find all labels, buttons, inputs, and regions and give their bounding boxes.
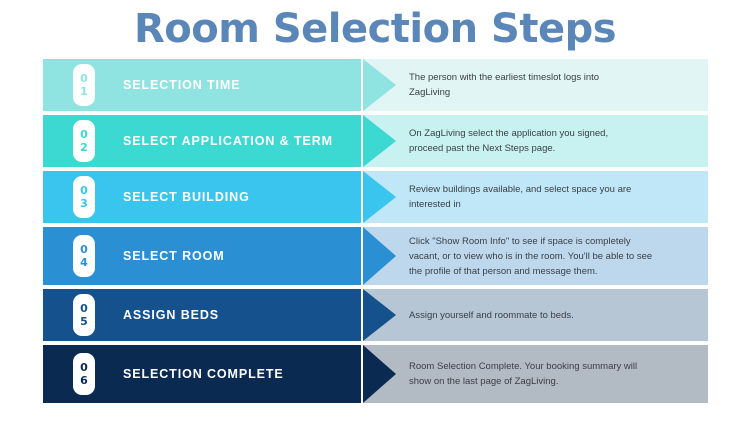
- step-label-text: SELECT APPLICATION & TERM: [123, 134, 333, 148]
- step-description-panel: Assign yourself and roommate to beds.: [363, 289, 708, 341]
- step-number-digit-top: 0: [80, 243, 88, 256]
- step-description-panel: Click "Show Room Info" to see if space i…: [363, 227, 708, 285]
- step-description-text: Review buildings available, and select s…: [409, 184, 632, 210]
- step-label-bar[interactable]: 0 4 SELECT ROOM: [43, 227, 361, 285]
- step-label-text: SELECTION TIME: [123, 78, 241, 92]
- step-row: Room Selection Complete. Your booking su…: [43, 345, 708, 403]
- step-arrow-icon: [363, 115, 396, 167]
- step-row: Assign yourself and roommate to beds. 0 …: [43, 289, 708, 341]
- step-label-bar[interactable]: 0 3 SELECT BUILDING: [43, 171, 361, 223]
- step-number-digit-top: 0: [80, 184, 88, 197]
- step-number-badge: 0 5: [73, 294, 95, 336]
- step-number-badge: 0 4: [73, 235, 95, 277]
- step-description-panel: Room Selection Complete. Your booking su…: [363, 345, 708, 403]
- step-row: The person with the earliest timeslot lo…: [43, 59, 708, 111]
- step-description-text: Room Selection Complete. Your booking su…: [409, 361, 638, 387]
- step-number-digit-top: 0: [80, 72, 88, 85]
- step-description-text: On ZagLiving select the application you …: [409, 128, 609, 154]
- step-row: Review buildings available, and select s…: [43, 171, 708, 223]
- step-description-panel: On ZagLiving select the application you …: [363, 115, 708, 167]
- step-arrow-icon: [363, 227, 396, 285]
- step-number-badge: 0 6: [73, 353, 95, 395]
- step-label-bar[interactable]: 0 6 SELECTION COMPLETE: [43, 345, 361, 403]
- step-arrow-icon: [363, 171, 396, 223]
- step-description-text: The person with the earliest timeslot lo…: [409, 72, 600, 98]
- step-number-digit-bottom: 6: [80, 374, 88, 387]
- step-number-badge: 0 1: [73, 64, 95, 106]
- step-label-bar[interactable]: 0 2 SELECT APPLICATION & TERM: [43, 115, 361, 167]
- page-title: Room Selection Steps: [133, 6, 617, 52]
- step-label-text: ASSIGN BEDS: [123, 308, 220, 322]
- step-number-digit-top: 0: [80, 302, 88, 315]
- step-label-bar[interactable]: 0 1 SELECTION TIME: [43, 59, 361, 111]
- step-description-text: Assign yourself and roommate to beds.: [409, 309, 574, 321]
- step-description-text: Click "Show Room Info" to see if space i…: [409, 235, 653, 277]
- step-arrow-icon: [363, 59, 396, 111]
- step-row: Click "Show Room Info" to see if space i…: [43, 227, 708, 285]
- step-number-badge: 0 3: [73, 176, 95, 218]
- step-arrow-icon: [363, 289, 396, 341]
- step-number-digit-bottom: 1: [80, 85, 88, 98]
- step-number-badge: 0 2: [73, 120, 95, 162]
- step-number-digit-bottom: 3: [80, 197, 88, 210]
- step-row: On ZagLiving select the application you …: [43, 115, 708, 167]
- step-description-panel: Review buildings available, and select s…: [363, 171, 708, 223]
- step-number-digit-top: 0: [80, 361, 88, 374]
- step-number-digit-bottom: 4: [80, 256, 88, 269]
- step-label-bar[interactable]: 0 5 ASSIGN BEDS: [43, 289, 361, 341]
- step-number-digit-bottom: 2: [80, 141, 88, 154]
- step-arrow-icon: [363, 345, 396, 403]
- step-number-digit-top: 0: [80, 128, 88, 141]
- step-label-text: SELECTION COMPLETE: [123, 367, 284, 381]
- step-number-digit-bottom: 5: [80, 315, 88, 328]
- step-description-panel: The person with the earliest timeslot lo…: [363, 59, 708, 111]
- step-label-text: SELECT BUILDING: [123, 190, 250, 204]
- step-label-text: SELECT ROOM: [123, 249, 225, 263]
- steps-list: The person with the earliest timeslot lo…: [43, 59, 708, 403]
